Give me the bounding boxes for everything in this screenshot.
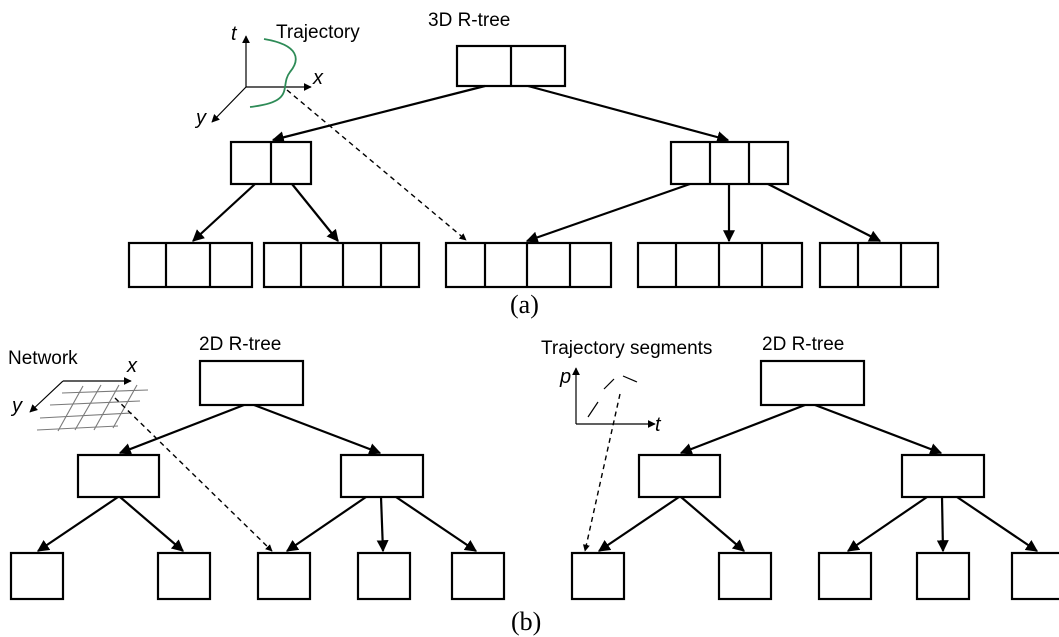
trajectory-curve: [249, 38, 297, 108]
tree-edge: [118, 403, 245, 455]
rtree-leaf-node: [356, 551, 412, 601]
tree-label-2d-rtree-left: 2D R-tree: [199, 334, 281, 355]
t-axis-label: t: [231, 23, 238, 45]
rtree-internal-node-right: [900, 453, 986, 499]
caption-b: (b): [511, 607, 541, 636]
tree-label-3d-rtree: 3D R-tree: [428, 10, 510, 31]
rtree-leaf-node: [818, 241, 940, 289]
panel-b-left: 2D R-tree Network x y: [8, 334, 506, 601]
tree-edge: [376, 496, 389, 553]
caption-a: (a): [510, 290, 539, 319]
rtree-leaf-node: [1010, 551, 1059, 601]
road-network-grid: [36, 384, 149, 432]
tree-edge: [286, 496, 367, 552]
rtree-leaf-node: [450, 551, 506, 601]
tree-edge: [598, 496, 680, 552]
panel-b-right: 2D R-tree Trajectory segments p t: [541, 334, 1059, 601]
trajectory-segments-label: Trajectory segments: [541, 338, 712, 359]
rtree-leaf-node: [9, 551, 65, 601]
trajectory-segment: [587, 401, 599, 418]
dashed-pointer: [582, 393, 621, 552]
rtree-root-node: [455, 44, 567, 88]
rtree-internal-node-left: [637, 453, 722, 499]
rtree-leaf-node: [570, 551, 626, 601]
rtree-leaf-node: [156, 551, 212, 601]
rtree-leaf-node: [915, 551, 971, 601]
tree-label-2d-rtree-right: 2D R-tree: [762, 334, 844, 355]
tree-edge: [847, 496, 928, 552]
rtree-leaf-node: [817, 551, 873, 601]
tree-edge: [814, 403, 943, 455]
rtree-internal-node-left: [76, 453, 161, 499]
tree-edge: [936, 496, 949, 553]
rtree-leaf-node: [444, 241, 613, 289]
tree-edge: [525, 182, 691, 244]
tree-edge: [37, 496, 119, 552]
rtree-leaf-node: [636, 241, 804, 289]
x-axis-label: x: [126, 355, 138, 377]
rtree-leaf-node: [127, 241, 254, 289]
tree-edge: [956, 496, 1038, 552]
trajectory-inset: Trajectory t x y: [194, 22, 360, 129]
tree-edge: [291, 183, 339, 242]
tree-edge: [253, 403, 382, 455]
panel-a: 3D R-tree Trajectory t x y: [127, 10, 940, 319]
dashed-pointer: [114, 397, 273, 552]
x-axis-label: x: [312, 67, 324, 89]
tree-edge: [395, 496, 477, 552]
rtree-internal-node-right: [339, 453, 425, 499]
t-axis-label: t: [655, 414, 662, 436]
tree-edge: [527, 84, 730, 143]
rtree-leaf-node: [256, 551, 312, 601]
trajectory-segment: [603, 378, 615, 390]
tree-edge: [119, 496, 184, 552]
tree-edge: [767, 183, 882, 242]
tree-edge: [680, 496, 745, 552]
rtree-root-node: [198, 359, 305, 407]
rtree-leaf-node: [262, 241, 421, 289]
rtree-internal-node-left: [229, 140, 313, 186]
dashed-pointer: [286, 89, 467, 241]
rtree-root-node: [759, 359, 866, 407]
trajectory-segments-inset: Trajectory segments p t: [541, 338, 712, 436]
rtree-leaf-node: [717, 551, 773, 601]
trajectory-segment: [622, 375, 638, 383]
tree-edge: [679, 403, 806, 455]
trajectory-label: Trajectory: [276, 22, 360, 43]
network-label: Network: [8, 348, 78, 369]
y-axis: [29, 380, 64, 413]
network-inset: Network x y: [8, 348, 149, 432]
y-axis-label: y: [10, 395, 23, 417]
tree-edge: [192, 183, 256, 242]
tree-edge: [271, 84, 486, 144]
p-axis-label: p: [559, 366, 571, 388]
rtree-internal-node-right: [669, 140, 790, 186]
y-axis: [211, 86, 247, 123]
y-axis-label: y: [194, 107, 207, 129]
